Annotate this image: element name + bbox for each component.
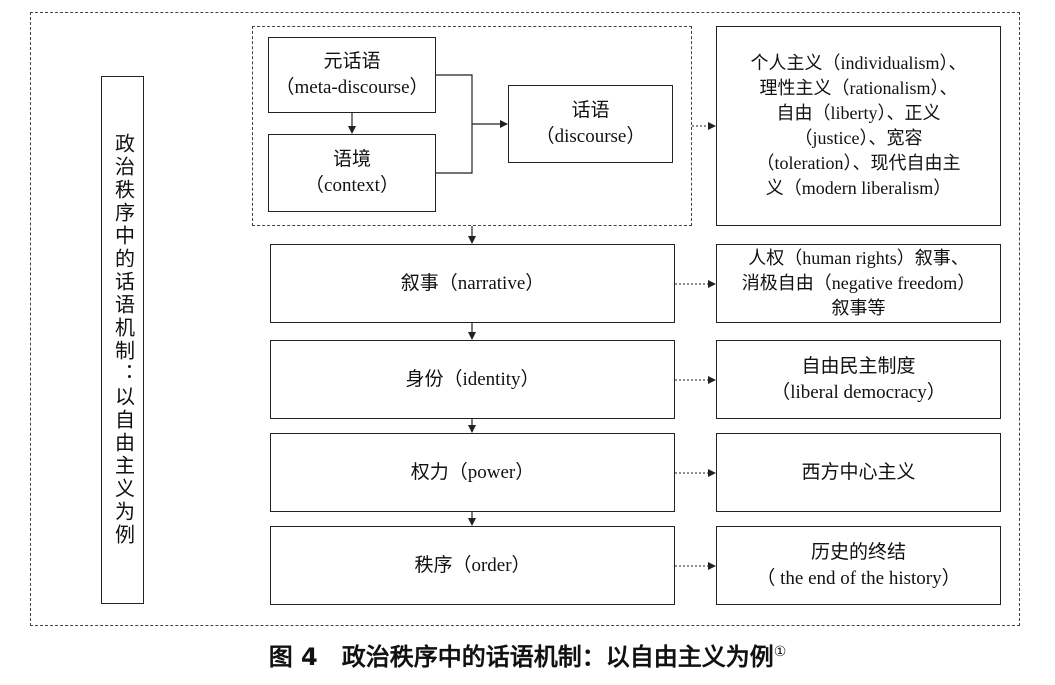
discourse-label: 话语 <box>571 100 610 121</box>
discourse-example-box: 个人主义（individualism）、 理性主义（rationalism）、 … <box>716 26 1001 226</box>
figure-frame <box>30 12 1020 626</box>
order-example-line: （ the end of the history） <box>756 567 961 589</box>
identity-label: 身份（identity） <box>405 368 540 390</box>
order-box: 秩序（order） <box>270 526 675 605</box>
narrative-example-line: 人权（human rights）叙事、 <box>748 248 969 268</box>
identity-example-line: （liberal democracy） <box>771 381 946 403</box>
caption-footnote-mark: ① <box>773 644 787 660</box>
discourse-sublabel: （discourse） <box>535 126 646 147</box>
discourse-example-line: （toleration）、现代自由主 <box>756 153 961 173</box>
discourse-example-line: 自由（liberty）、正义 <box>776 103 941 123</box>
meta-discourse-box: 元话语 （meta-discourse） <box>268 37 436 113</box>
discourse-group-frame <box>252 26 692 226</box>
order-example-box: 历史的终结 （ the end of the history） <box>716 526 1001 605</box>
narrative-example-box: 人权（human rights）叙事、 消极自由（negative freedo… <box>716 244 1001 323</box>
connector-context-to-discourse <box>436 124 473 174</box>
order-label: 秩序（order） <box>414 554 531 576</box>
figure-caption: 图 4 政治秩序中的话语机制：以自由主义为例① <box>0 632 1055 677</box>
identity-example-box: 自由民主制度 （liberal democracy） <box>716 340 1001 419</box>
order-example-line: 历史的终结 <box>810 541 906 563</box>
context-sublabel: （context） <box>305 175 399 196</box>
narrative-example-line: 消极自由（negative freedom） <box>741 273 976 293</box>
context-label: 语境 <box>332 149 371 170</box>
narrative-example-line: 叙事等 <box>831 298 886 318</box>
narrative-box: 叙事（narrative） <box>270 244 675 323</box>
discourse-box: 话语 （discourse） <box>508 85 673 163</box>
discourse-example-line: 理性主义（rationalism）、 <box>759 78 958 98</box>
discourse-example-line: （justice）、宽容 <box>794 128 923 148</box>
power-example-line: 西方中心主义 <box>801 461 916 483</box>
discourse-example-line: 个人主义（individualism）、 <box>750 53 967 73</box>
power-example-box: 西方中心主义 <box>716 433 1001 512</box>
narrative-label: 叙事（narrative） <box>400 272 545 294</box>
discourse-example-line: 义（modern liberalism） <box>765 178 952 198</box>
caption-text: 图 4 政治秩序中的话语机制：以自由主义为例 <box>268 643 774 671</box>
connector-meta-to-discourse <box>436 74 473 124</box>
side-title-box: 政治秩序中的话语机制：以自由主义为例 <box>101 76 144 604</box>
meta-discourse-sublabel: （meta-discourse） <box>275 77 429 98</box>
power-box: 权力（power） <box>270 433 675 512</box>
power-label: 权力（power） <box>410 461 535 483</box>
identity-example-line: 自由民主制度 <box>801 355 916 377</box>
side-title: 政治秩序中的话语机制：以自由主义为例 <box>111 133 134 547</box>
identity-box: 身份（identity） <box>270 340 675 419</box>
context-box: 语境 （context） <box>268 134 436 212</box>
meta-discourse-label: 元话语 <box>323 51 381 72</box>
